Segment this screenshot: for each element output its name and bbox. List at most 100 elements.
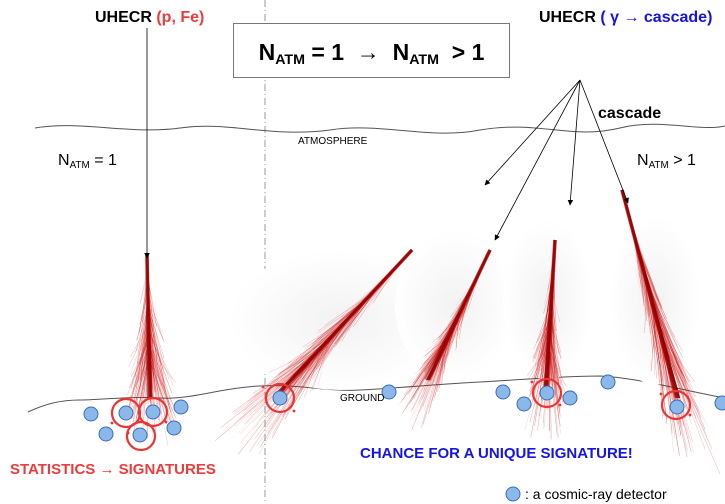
particle-track (650, 296, 660, 359)
particle-track (655, 313, 697, 396)
detector-circle-icon (600, 374, 616, 390)
particle-track (139, 341, 150, 388)
particle-track (141, 325, 149, 390)
particle-track (456, 295, 469, 331)
title-text: NATM = 1 → NATM > 1 (258, 39, 485, 68)
particle-track (662, 342, 692, 453)
particle-track (534, 316, 551, 360)
shower-core (545, 239, 557, 387)
shower-core (278, 249, 413, 396)
particle-track (318, 264, 399, 346)
particle-track (330, 262, 401, 331)
particle-track (649, 292, 673, 401)
shower-core (621, 189, 677, 399)
shower-core (427, 249, 492, 381)
particle-track (282, 334, 335, 418)
particle-track (438, 306, 464, 339)
particle-track (428, 341, 447, 369)
particle-track (278, 292, 373, 376)
particle-track (637, 247, 649, 312)
particle-track (340, 285, 380, 326)
particle-track (131, 333, 149, 383)
particle-track (449, 271, 481, 330)
particle-track (430, 318, 458, 365)
particle-track (148, 349, 152, 404)
particle-track (447, 305, 464, 330)
particle-track (148, 335, 156, 393)
particle-track (631, 227, 644, 303)
particle-track (642, 268, 687, 382)
particle-track (281, 323, 345, 398)
particle-track (552, 277, 556, 367)
particle-track (549, 318, 560, 382)
particle-track (413, 343, 446, 375)
shower-core (146, 254, 151, 399)
particle-track (147, 311, 154, 364)
particle-track (140, 354, 150, 407)
particle-track (629, 219, 648, 286)
particle-track (638, 252, 658, 308)
detector-circle-icon (173, 399, 189, 415)
particle-track (438, 319, 457, 351)
particle-track (633, 233, 650, 326)
particle-track (148, 358, 169, 428)
particle-track (125, 336, 149, 417)
particle-track (541, 323, 551, 357)
cascade-arrow (567, 79, 581, 206)
particle-track (444, 301, 466, 348)
particle-track (352, 258, 405, 322)
particle-track (661, 336, 699, 411)
particle-track (548, 296, 552, 383)
particle-track (261, 356, 314, 407)
particle-track (259, 348, 322, 448)
particle-track (335, 274, 390, 331)
legend-text: : a cosmic-ray detector (525, 486, 667, 502)
particle-track (411, 332, 451, 387)
cascade-shower-2 (399, 249, 492, 430)
particle-track (130, 332, 149, 389)
shower-core (621, 189, 677, 399)
particle-track (645, 276, 668, 394)
hit-dot (659, 392, 663, 396)
detector-circle-icon (381, 384, 397, 400)
shower-core (146, 254, 153, 399)
particle-track (421, 326, 454, 400)
particle-track (131, 327, 149, 370)
particle-track (341, 302, 364, 342)
particle-track (642, 268, 667, 319)
particle-track (548, 339, 553, 380)
particle-track (137, 305, 149, 382)
particle-track (132, 348, 150, 393)
shower-core (146, 254, 151, 399)
particle-track (437, 295, 469, 339)
hit-highlight-ring (125, 420, 157, 452)
particle-track (640, 260, 663, 343)
particle-track (334, 271, 393, 344)
particle-track (458, 252, 489, 323)
particle-track (147, 297, 150, 342)
shower-core (277, 249, 413, 396)
particle-track (144, 322, 149, 354)
particle-track (323, 284, 381, 364)
particle-track (148, 333, 166, 403)
particle-track (234, 338, 331, 413)
shower-core (426, 249, 492, 381)
atmosphere-line (34, 123, 725, 134)
particle-track (548, 301, 552, 343)
particle-track (146, 264, 153, 313)
particle-track (529, 320, 551, 398)
shower-core (145, 254, 151, 399)
particle-track (127, 339, 150, 395)
shower-core (426, 249, 491, 381)
particle-track (546, 307, 552, 392)
hit-dot (110, 421, 114, 425)
particle-track (143, 354, 150, 398)
particle-track (139, 269, 148, 303)
particle-track (448, 311, 461, 343)
atmosphere-label: ATMOSPHERE (298, 136, 368, 147)
particle-track (250, 356, 314, 402)
particle-track (628, 215, 654, 329)
particle-track (635, 242, 652, 306)
particle-track (130, 340, 150, 378)
